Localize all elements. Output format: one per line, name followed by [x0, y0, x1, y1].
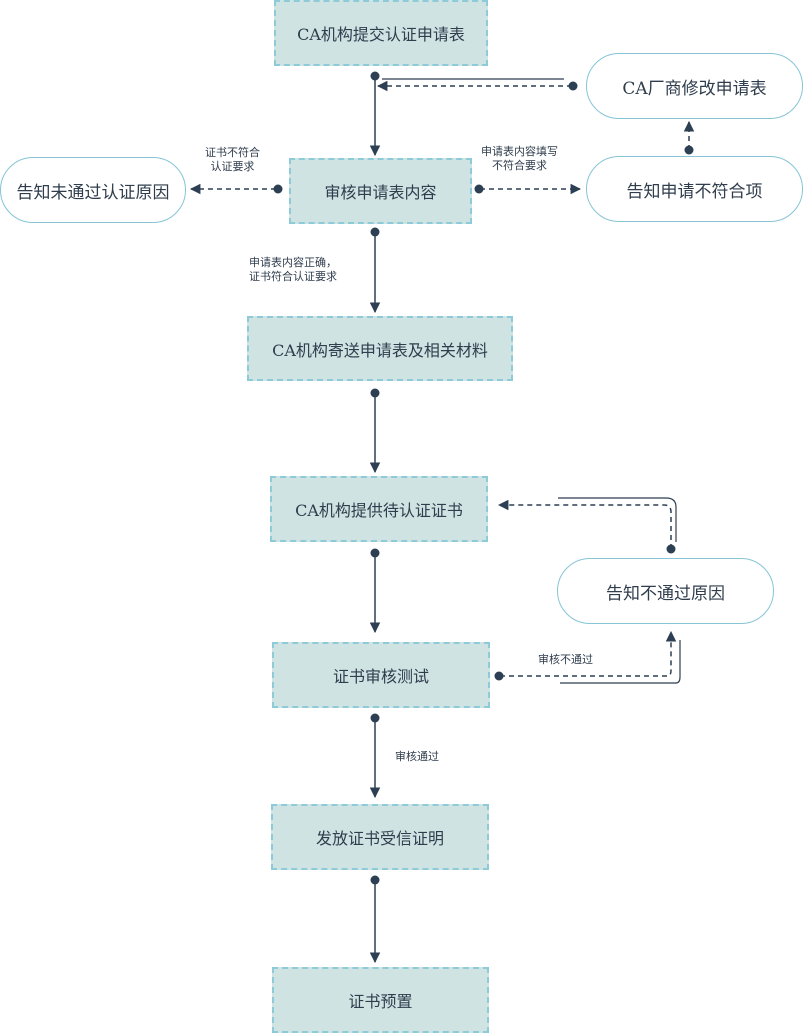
- node-preset: 证书预置: [272, 967, 489, 1033]
- node-notify-nonconform: 告知申请不符合项: [586, 156, 803, 222]
- edge-test-failtest: [500, 630, 677, 677]
- node-submit: CA机构提交认证申请表: [274, 0, 488, 66]
- label-form-ok: 申请表内容正确， 证书符合认证要求: [249, 256, 337, 284]
- label-line: 申请表内容填写: [481, 145, 558, 158]
- node-test: 证书审核测试: [272, 642, 490, 708]
- label-line: 认证要求: [210, 160, 255, 173]
- label-line: 申请表内容正确，: [249, 256, 337, 269]
- label-cert-not-meet: 证书不符合 认证要求: [205, 146, 260, 174]
- label-line: 不符合要求: [492, 159, 547, 172]
- label-form-not-meet: 申请表内容填写 不符合要求: [481, 145, 558, 173]
- label-line: 证书不符合: [205, 146, 260, 159]
- label-review-fail: 审核不通过: [538, 653, 593, 666]
- node-mail: CA机构寄送申请表及相关材料: [247, 316, 513, 381]
- label-line: 证书符合认证要求: [249, 270, 337, 283]
- node-review: 审核申请表内容: [289, 158, 472, 224]
- node-issue: 发放证书受信证明: [271, 804, 489, 870]
- label-review-pass: 审核通过: [395, 750, 439, 763]
- edge-failtest-provide: [497, 499, 672, 549]
- node-vendor-modify: CA厂商修改申请表: [586, 53, 803, 119]
- node-notify-fail-cert: 告知未通过认证原因: [0, 157, 186, 223]
- node-notify-fail-test: 告知不通过原因: [557, 558, 774, 624]
- node-provide: CA机构提供待认证证书: [270, 476, 488, 542]
